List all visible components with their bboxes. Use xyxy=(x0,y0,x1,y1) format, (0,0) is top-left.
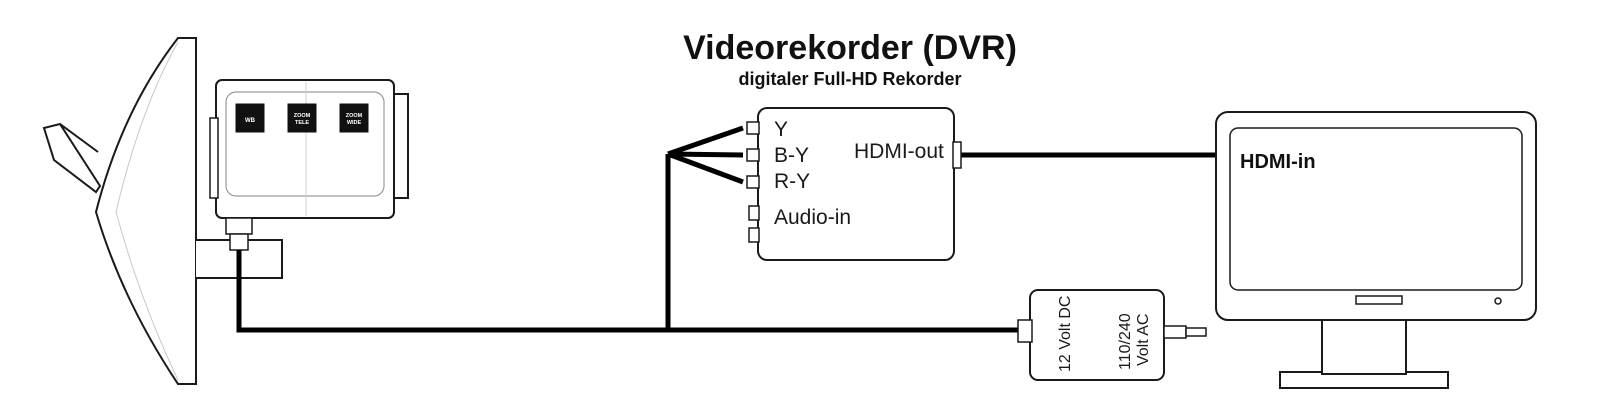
ry-port xyxy=(746,175,760,189)
camera-zoom-tele-label-2: TELE xyxy=(295,120,309,126)
ry-input-cable xyxy=(667,151,744,185)
sun-visor xyxy=(42,122,102,194)
ac-plug xyxy=(1163,325,1187,339)
dvr-title: Videorekorder (DVR) xyxy=(683,29,1017,67)
power-indicator-icon[interactable] xyxy=(1494,297,1502,305)
ac-cord xyxy=(1185,327,1207,337)
hdmi-in-label: HDMI-in xyxy=(1240,151,1316,173)
camera-zoom-wide-button[interactable]: ZOOM WIDE xyxy=(339,103,369,133)
dvr: Y B-Y R-Y Audio-in HDMI-out xyxy=(746,107,962,261)
camera-wb-button[interactable]: WB xyxy=(235,103,265,133)
by-port xyxy=(746,148,760,162)
audio-in-label: Audio-in xyxy=(774,206,851,229)
housing-dome-inner xyxy=(115,41,179,381)
dvr-ports xyxy=(746,121,962,243)
sun-visor-strut xyxy=(59,123,99,153)
monitor-stand-neck xyxy=(1321,317,1407,375)
ry-input-label: R-Y xyxy=(774,170,810,193)
audio-port-left xyxy=(748,205,760,221)
camera-side-panel xyxy=(209,117,219,199)
dvr-subtitle: digitaler Full-HD Rekorder xyxy=(738,69,962,89)
camera-zoom-wide-label-2: WIDE xyxy=(347,120,362,126)
power-supply: 12 Volt DC 110/240 Volt AC xyxy=(1017,289,1207,381)
y-input-cable xyxy=(667,125,744,157)
camera-wb-label: WB xyxy=(245,118,256,124)
camera-connector xyxy=(225,217,253,235)
camera-zoom-tele-label-1: ZOOM xyxy=(294,113,311,119)
dc-plug xyxy=(1017,319,1033,343)
audio-port-right xyxy=(748,227,760,243)
dc-voltage-label: 12 Volt DC xyxy=(1057,296,1074,372)
camera-connector-nut xyxy=(229,233,249,251)
hdmi-out-label: HDMI-out xyxy=(854,140,944,163)
by-input-cable xyxy=(667,151,744,158)
monitor-screen xyxy=(1229,127,1523,291)
monitor-control-bar xyxy=(1355,295,1403,305)
y-input-label: Y xyxy=(774,118,788,141)
monitor: HDMI-in xyxy=(1215,111,1537,389)
camera-main-cable xyxy=(236,250,1020,333)
camera: WB ZOOM TELE ZOOM WIDE xyxy=(209,79,409,251)
ac-voltage-label-1: 110/240 xyxy=(1117,313,1134,370)
camera-zoom-wide-label-1: ZOOM xyxy=(346,113,363,119)
camera-zoom-tele-button[interactable]: ZOOM TELE xyxy=(287,103,317,133)
hdmi-out-port xyxy=(952,141,962,169)
cables xyxy=(236,125,1218,333)
ac-voltage-label-2: Volt AC xyxy=(1135,314,1152,366)
by-input-label: B-Y xyxy=(774,144,809,167)
housing-dome xyxy=(94,37,197,385)
y-port xyxy=(746,121,760,135)
